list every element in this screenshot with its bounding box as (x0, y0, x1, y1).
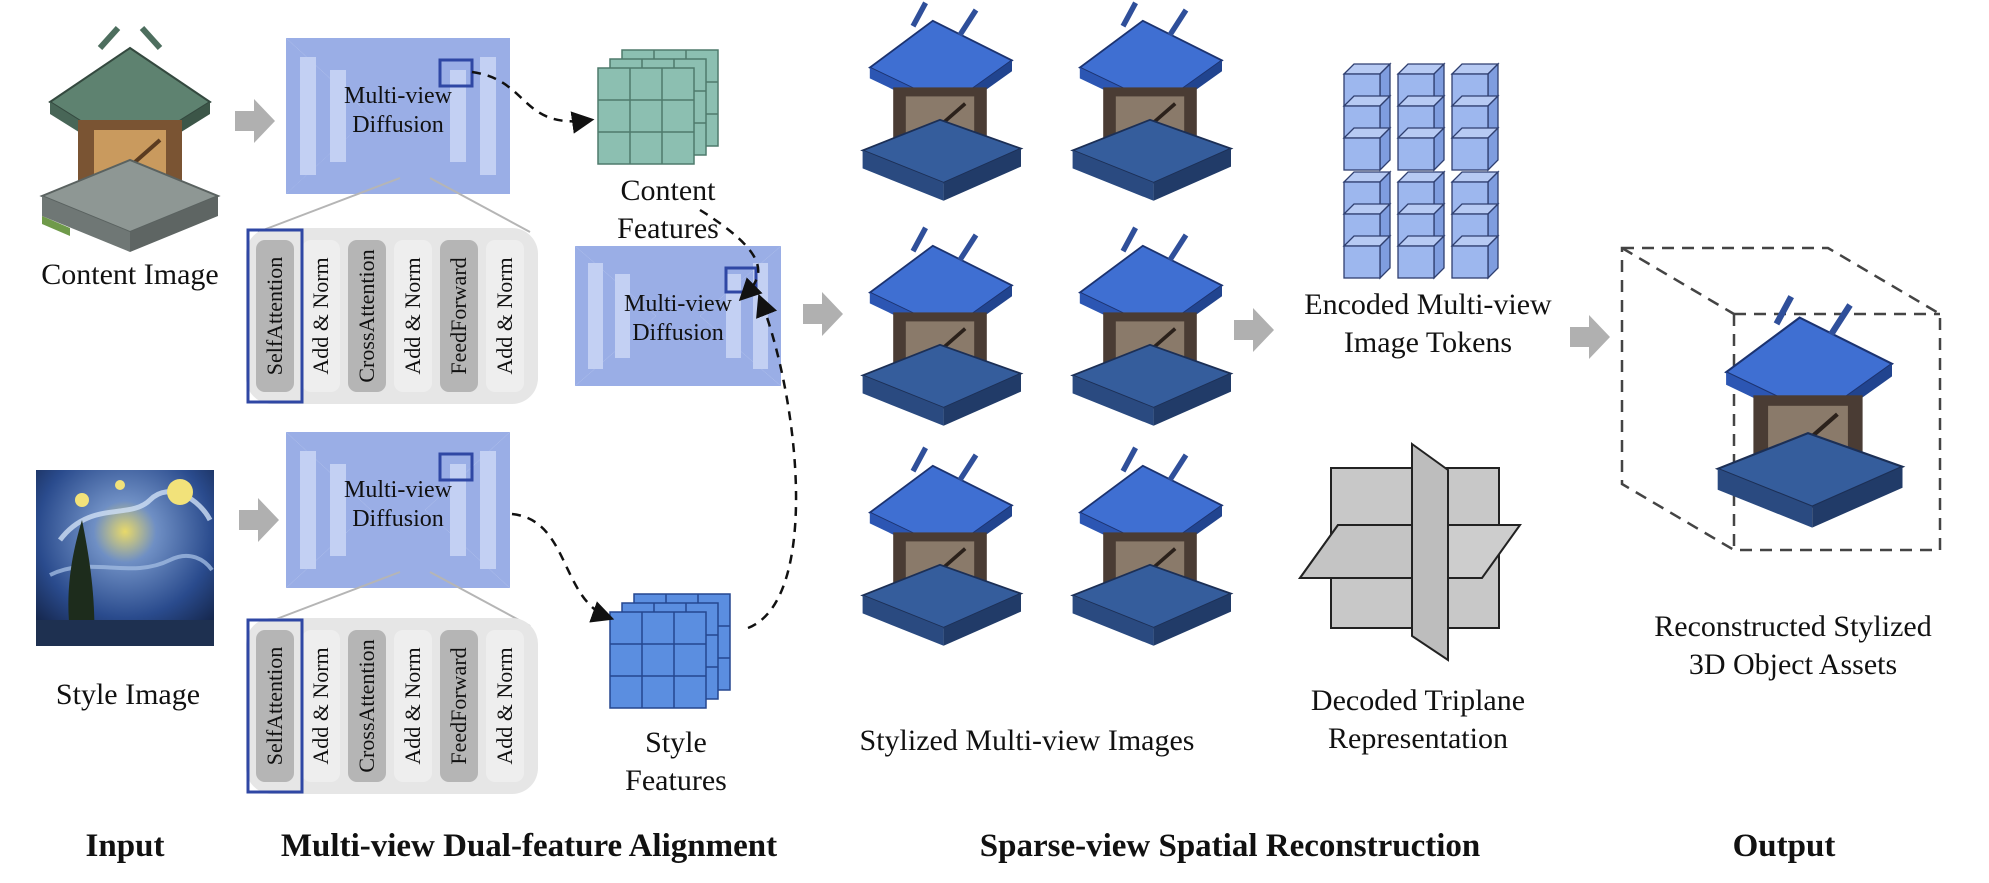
token-cube-5 (1396, 126, 1446, 172)
shrine-icon (39, 25, 221, 252)
top-block-0 (256, 240, 294, 392)
content-feature-stack (597, 49, 719, 165)
bottom-block-2 (348, 630, 386, 782)
output-shrine-body (1714, 295, 1906, 528)
token-cube-8 (1450, 126, 1500, 172)
diffusion-label-bottom: Multi-view Diffusion (344, 477, 452, 532)
content-image-label: Content Image (41, 258, 219, 291)
top-block-label-0: SelfAttention (262, 256, 287, 376)
top-block-4 (440, 240, 478, 392)
token-cube-13 (1396, 202, 1446, 248)
output-assets-label: Reconstructed Stylized 3D Object Assets (1654, 610, 1932, 681)
bottom-selfattention-highlight (246, 618, 304, 794)
top-block-label-5: Add & Norm (492, 257, 517, 375)
arrow-style-to-net (239, 498, 279, 542)
triplane-label: Decoded Triplane Representation (1310, 684, 1526, 755)
style-features-label: Style Features (625, 726, 727, 797)
token-cube-17 (1450, 234, 1500, 280)
multiview-images-label: Stylized Multi-view Images (859, 724, 1195, 757)
style-image-label: Style Image (55, 678, 201, 711)
top-block-label-1: Add & Norm (308, 257, 333, 375)
bottom-block-4 (440, 630, 478, 782)
bottom-block-label-5: Add & Norm (492, 647, 517, 765)
bottom-block-1 (302, 630, 340, 782)
image-tokens-label: Encoded Multi-view Image Tokens (1304, 288, 1552, 359)
style-feature-stack (609, 593, 731, 709)
bottom-block-label-1: Add & Norm (308, 647, 333, 765)
section-heading-input: Input (85, 828, 165, 864)
stylized-shrine-3d-icon (1714, 295, 1906, 528)
arrow-tokens-to-output (1570, 315, 1610, 359)
top-block-label-2: CrossAttention (354, 249, 379, 383)
image-token-grid (1342, 62, 1500, 280)
top-block-label-4: FeedForward (446, 257, 471, 375)
bottom-block-3 (394, 630, 432, 782)
bottom-block-5 (486, 630, 524, 782)
top-block-2 (348, 240, 386, 392)
stylized-view-1 (1070, 1, 1234, 201)
section-heading-reconstruction: Sparse-view Spatial Reconstruction (979, 828, 1481, 864)
feature-flow-dashed (471, 70, 798, 630)
output-bounding-box (1620, 246, 1942, 552)
diffusion-net-bottom (286, 432, 510, 588)
zoom-lines (257, 177, 531, 627)
top-block-1 (302, 240, 340, 392)
token-cube-11 (1342, 234, 1392, 280)
bottom-block-label-0: SelfAttention (262, 646, 287, 766)
token-cube-0 (1342, 62, 1392, 108)
diffusion-label-top: Multi-view Diffusion (344, 83, 452, 138)
stylized-view-5 (1070, 446, 1234, 646)
top-block-3 (394, 240, 432, 392)
section-heading-output: Output (1732, 828, 1836, 864)
section-heading-alignment: Multi-view Dual-feature Alignment (280, 828, 778, 864)
transformer-blocks-top (246, 228, 538, 404)
flow-arrows (235, 99, 1610, 542)
starry-night-painting-icon (36, 470, 214, 646)
bottom-block-label-3: Add & Norm (400, 647, 425, 765)
diffusion-label-middle: Multi-view Diffusion (624, 291, 732, 346)
diffusion-net-middle (575, 246, 781, 386)
stylized-view-3 (1070, 226, 1234, 426)
bottom-block-0 (256, 630, 294, 782)
bottom-block-label-4: FeedForward (446, 647, 471, 765)
top-block-5 (486, 240, 524, 392)
stylized-views (860, 1, 1234, 646)
stylized-view-4 (860, 446, 1024, 646)
token-cube-14 (1396, 234, 1446, 280)
arrow-net-to-views (803, 292, 843, 336)
arrow-content-to-net (235, 99, 275, 143)
triplane-icon (1298, 442, 1522, 662)
arrow-views-to-tokens (1234, 308, 1274, 352)
top-block-label-3: Add & Norm (400, 257, 425, 375)
transformer-blocks-bottom (246, 618, 538, 794)
token-cube-2 (1342, 126, 1392, 172)
stylized-view-0 (860, 1, 1024, 201)
content-features-label: Content Features (617, 174, 719, 245)
diffusion-net-top (286, 38, 510, 194)
bottom-block-label-2: CrossAttention (354, 639, 379, 773)
top-selfattention-highlight (246, 228, 304, 404)
stylized-view-2 (860, 226, 1024, 426)
